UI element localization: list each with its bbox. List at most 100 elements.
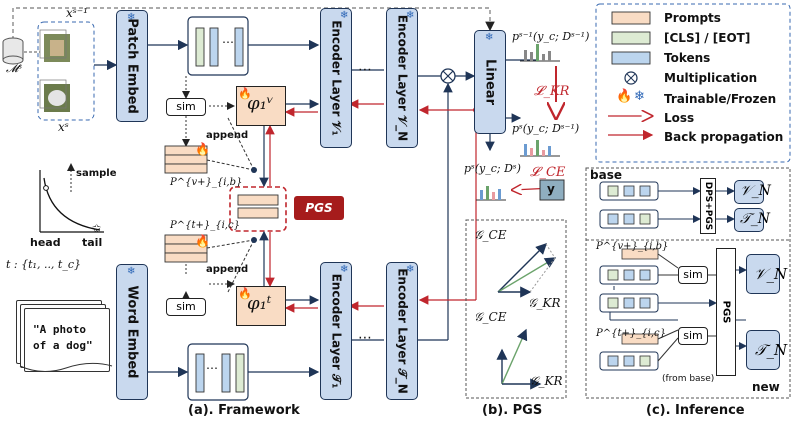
image-prev-label: xˢ⁻¹ [66, 6, 88, 20]
p-prev-label: pˢ⁻¹(y_c; Dˢ⁻¹) [512, 30, 590, 43]
legend-cls-eot: [CLS] / [EOT] [664, 31, 751, 45]
image-group-box [37, 21, 95, 121]
phi-t-box: φ₁ᵗ 🔥 [236, 286, 286, 326]
dataset-label: 𝓜ˢ [6, 62, 23, 75]
inf-tN-label: 𝒯_N [740, 211, 770, 227]
bars-prev [520, 44, 560, 62]
sim-text-box: sim [166, 298, 206, 316]
inference-panel [585, 167, 791, 399]
image-cur [39, 79, 70, 112]
fire-icon: 🔥 [195, 234, 210, 248]
inf-vN-new-label: 𝒱_N [754, 265, 788, 283]
svg-text:✩: ✩ [92, 222, 101, 235]
frozen-icon: ❄ [340, 10, 349, 21]
inf-sim-top: sim [678, 266, 708, 284]
head-label: head [30, 236, 61, 249]
encoder-t1-label: Encoder Layer 𝒯₁ [329, 273, 344, 389]
image-cur-label: xˢ [58, 120, 69, 134]
encoder-tN-block: ❄ Encoder Layer 𝒯_N [386, 262, 418, 400]
visual-prompt-stack [164, 145, 208, 174]
sim-label: sim [176, 300, 196, 313]
prompt-text-line1: "A photo [33, 323, 86, 336]
inf-pgs-block: PGS [716, 248, 736, 376]
patch-embed-label: Patch Embed [124, 18, 140, 114]
visual-dots: ⋯ [358, 62, 372, 78]
prompt-text-doc: "A photo of a dog" [24, 308, 110, 372]
fire-icon: 🔥 [616, 89, 633, 104]
snowflake-icon: ❄ [634, 89, 645, 104]
inf-p-t-label: P^{t+}_{i,c} [596, 328, 666, 339]
encoder-vN-block: ❄ Encoder Layer 𝒱_N [386, 8, 418, 148]
phi-v-box: φ₁ᵛ 🔥 [236, 86, 286, 126]
frozen-icon: ❄ [406, 264, 415, 275]
encoder-v1-block: ❄ Encoder Layer 𝒱₁ [320, 8, 352, 148]
inf-pgs-label: PGS [720, 300, 732, 324]
inf-tN-base: 𝒯_N [734, 208, 770, 232]
prompt-text-line2: of a dog" [33, 339, 93, 352]
text-set-label: t : {t₁, .., t_c} [6, 258, 82, 271]
loss-kr-label: 𝓛_KR [534, 84, 570, 99]
legend-loss: Loss [664, 111, 695, 125]
legend-prompts: Prompts [664, 11, 721, 25]
word-embed-block: ❄ Word Embed [116, 264, 148, 400]
long-tail-plot: ✩ [39, 170, 104, 235]
frozen-icon: ❄ [485, 32, 494, 43]
dps-pgs-label: DPS+PGS [703, 181, 713, 231]
text-prompt-stack [164, 234, 208, 263]
legend: Prompts [CLS] / [EOT] Tokens Multiplicat… [664, 8, 784, 158]
inf-p-v-label: P^{v+}_{i,b} [596, 241, 669, 252]
frozen-icon: ❄ [406, 10, 415, 21]
loss-ce-label: 𝓛_CE [530, 165, 566, 180]
fire-icon: 🔥 [238, 87, 252, 100]
phi-t-label: φ₁ᵗ [247, 293, 272, 314]
inf-sim-bottom: sim [678, 327, 708, 345]
encoder-vN-label: Encoder Layer 𝒱_N [395, 14, 410, 142]
frozen-icon: ❄ [340, 264, 349, 275]
phi-v-label: φ₁ᵛ [247, 93, 274, 114]
linear-block: ❄ Linear [474, 30, 506, 134]
linear-label: Linear [482, 59, 498, 105]
sim-visual-box: sim [166, 98, 206, 116]
text-dots: ⋯ [358, 330, 372, 346]
label-y-box [539, 179, 565, 201]
inf-tN-new-label: 𝒯_N [755, 341, 788, 359]
sim-label: sim [683, 268, 703, 281]
inf-vN-label: 𝒱_N [740, 183, 771, 199]
image-prev [39, 29, 70, 62]
patch-embed-block: ❄ Patch Embed [116, 10, 148, 122]
encoder-tN-label: Encoder Layer 𝒯_N [395, 268, 410, 394]
pgs-badge: PGS [294, 196, 344, 220]
word-embed-label: Word Embed [124, 285, 140, 379]
pgs-panel [465, 219, 567, 399]
bars-ce [476, 186, 506, 201]
p-v-label: P^{v+}_{i,b} [170, 177, 243, 188]
fire-icon: 🔥 [238, 287, 252, 300]
pgs-badge-label: PGS [305, 201, 333, 215]
dps-pgs-block: DPS+PGS [700, 178, 716, 234]
inference-new-label: new [752, 380, 780, 394]
frozen-icon: ❄ [127, 266, 136, 277]
legend-backprop: Back propagation [664, 130, 784, 144]
inference-new-rows [599, 248, 747, 371]
framework-caption: (a). Framework [188, 403, 300, 418]
pgs-vectors-bottom [496, 328, 542, 390]
g-kr-label-top: 𝒢_KR [528, 296, 561, 310]
legend-tokens: Tokens [664, 51, 711, 65]
fire-icon: 🔥 [195, 142, 210, 156]
token-dots: ⋯ [222, 35, 234, 49]
legend-trainable-frozen: Trainable/Frozen [664, 92, 777, 106]
p-ce-label: pˢ(y_c; Dˢ) [464, 162, 521, 175]
bars-cur [520, 140, 560, 157]
pgs-caption: (b). PGS [482, 403, 543, 418]
sample-label: sample [76, 168, 117, 179]
append-top-label: append [206, 130, 249, 141]
p-t-label: P^{t+}_{i,c} [170, 220, 240, 231]
encoder-t1-block: ❄ Encoder Layer 𝒯₁ [320, 262, 352, 400]
legend-multiplication: Multiplication [664, 71, 758, 85]
top-dashed-connector [12, 7, 495, 40]
tail-label: tail [82, 236, 103, 249]
inference-base-label: base [590, 168, 622, 182]
sim-label: sim [683, 329, 703, 342]
pgs-vectors-top [497, 243, 557, 298]
